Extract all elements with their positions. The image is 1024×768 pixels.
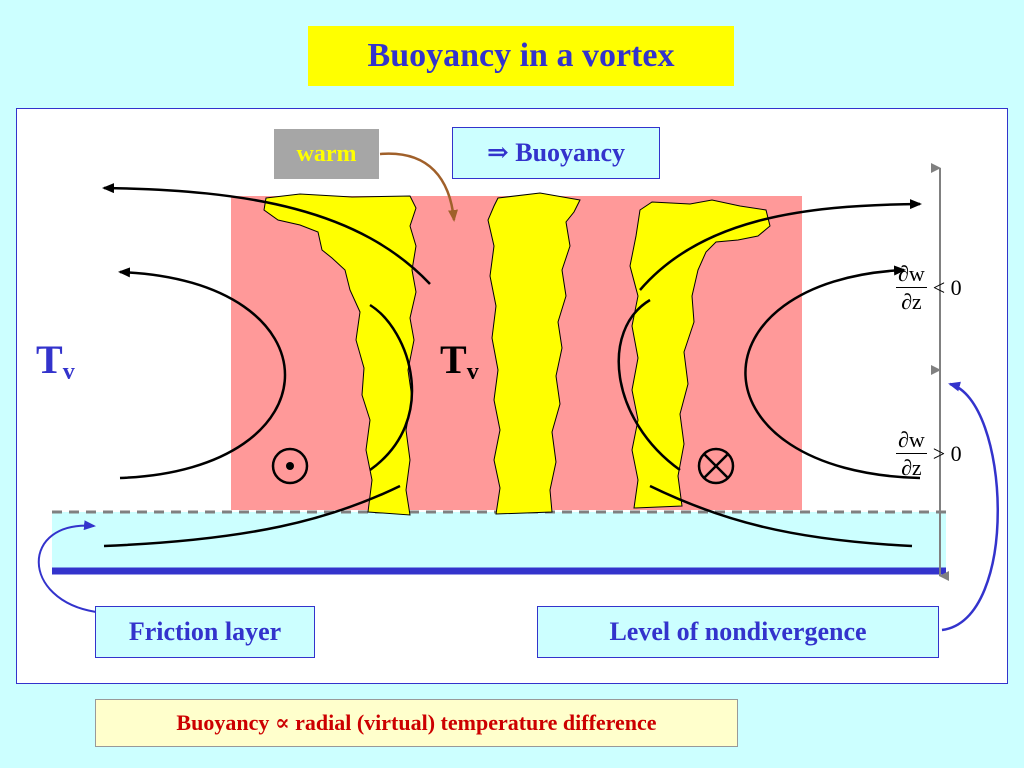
- derivative-upper: ∂w∂z < 0: [896, 261, 962, 315]
- streamline-right-inner: [617, 298, 681, 472]
- plume-left: [263, 193, 417, 516]
- tv-left-label: Tv: [36, 337, 75, 385]
- plume-right: [629, 199, 771, 509]
- friction-layer-band: [52, 512, 946, 570]
- streamline-right-top: [639, 199, 922, 291]
- plume-center: [487, 192, 581, 515]
- streamline-left-top: [102, 183, 431, 285]
- nondivergence-label: Level of nondivergence: [537, 606, 939, 658]
- warm-pointer-arrow: [379, 152, 458, 222]
- buoyancy-label: ⇒ Buoyancy: [452, 127, 660, 179]
- friction-layer-label: Friction layer: [95, 606, 315, 658]
- into-page-symbol: [697, 447, 735, 485]
- streamline-left-middle: [118, 267, 287, 480]
- streamline-left-inner: [369, 303, 414, 472]
- tv-center-label: Tv: [440, 337, 479, 385]
- derivative-lower: ∂w∂z > 0: [896, 427, 962, 481]
- nondivergence-pointer-arrow: [941, 381, 999, 632]
- friction-pointer-arrow: [37, 520, 97, 613]
- warm-label: warm: [274, 129, 379, 179]
- buoyancy-relation-note: Buoyancy ∝ radial (virtual) temperature …: [95, 699, 738, 747]
- streamline-left-bottom: [103, 484, 401, 548]
- streamline-right-bottom: [649, 484, 913, 548]
- streamline-right-middle: [744, 265, 921, 480]
- out-of-page-symbol: [271, 447, 309, 485]
- slide-title: Buoyancy in a vortex: [308, 26, 734, 86]
